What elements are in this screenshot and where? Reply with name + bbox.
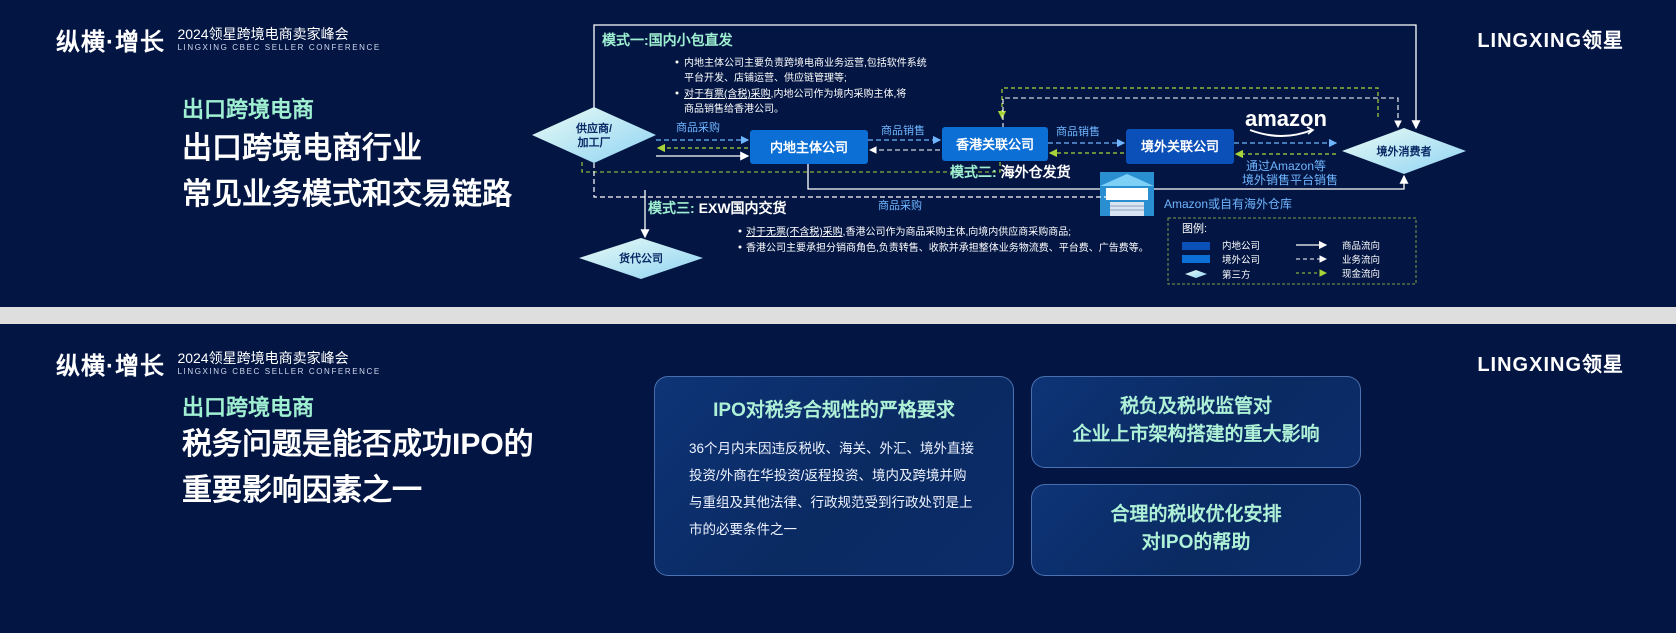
svg-text:模式二:海外仓发货: 模式二:海外仓发货: [950, 164, 1071, 180]
mode3-bullet2: 香港公司主要承担分销商角色,负责转售、收款并承担整体业务物流费、平台费、广告费等…: [746, 241, 1149, 254]
overseas-label: 境外关联公司: [1141, 139, 1219, 154]
consumer-node: [1342, 128, 1466, 174]
slide-title-line2: 重要影响因素之一: [182, 474, 422, 507]
warehouse-label: Amazon或自有海外仓库: [1164, 196, 1292, 211]
logo-main-text: 纵横·增长: [56, 353, 165, 380]
mode1-bullet1a: 内地主体公司主要负责跨境电商业务运营,包括软件系统: [684, 56, 927, 69]
card-tax-optimization: 合理的税收优化安排 对IPO的帮助: [1031, 484, 1361, 576]
mode1-bullet2-rest: ,内地公司作为境内采购主体,将: [771, 87, 907, 100]
mode3-purchase-path: [593, 163, 1112, 198]
sale-label-1: 商品销售: [881, 123, 925, 137]
mode1-bullet2b: 商品销售给香港公司。: [684, 102, 784, 115]
warehouse-icon: [1100, 172, 1154, 216]
logo-line2: LINGXING CBEC SELLER CONFERENCE: [177, 367, 381, 376]
mode2-text: 海外仓发货: [1001, 164, 1071, 180]
purchase-label-2: 商品采购: [878, 198, 922, 212]
consumer-label: 境外消费者: [1377, 144, 1432, 158]
business-flow-top: [1002, 97, 1402, 129]
legend-business: 业务流向: [1342, 254, 1380, 266]
legend-goods: 商品流向: [1342, 240, 1380, 252]
card3-line1: 合理的税收优化安排: [1110, 504, 1282, 525]
brand-logo: LINGXING领星: [1477, 354, 1624, 376]
hk-company-node: [942, 127, 1048, 161]
business-flow-diagram: 模式一:国内小包直发 内地主体公司主要负责跨境电商业务运营,包括软件系统 平台开…: [532, 24, 1466, 285]
amazon-note-1: 通过Amazon等: [1246, 159, 1326, 173]
logo-line1: 2024领星跨境电商卖家峰会: [177, 350, 349, 366]
supplier-label2: 加工厂: [577, 135, 611, 149]
conference-logo: 纵横·增长 2024领星跨境电商卖家峰会 LINGXING CBEC SELLE…: [56, 346, 381, 381]
mode3-label: 模式三:: [648, 200, 695, 216]
amazon-note-2: 境外销售平台销售: [1242, 172, 1338, 187]
conference-logo: 纵横·增长 2024领星跨境电商卖家峰会 LINGXING CBEC SELLE…: [56, 22, 381, 57]
forwarder-label: 货代公司: [618, 251, 663, 265]
card2-line1: 税负及税收监管对: [1119, 396, 1272, 417]
logo-main-text: 纵横·增长: [56, 29, 165, 56]
mode1-label: 模式一:国内小包直发: [602, 32, 734, 48]
mode1-goods-loop: [593, 24, 1421, 130]
slide-separator: [0, 307, 1676, 324]
slide-category: 出口跨境电商: [182, 97, 315, 122]
mode1-bullet2-link: 对于有票(含税)采购: [684, 87, 771, 100]
legend-overseas: 境外公司: [1222, 254, 1260, 266]
supplier-label1: 供应商/: [575, 121, 612, 135]
card-tax-burden: 税负及税收监管对 企业上市架构搭建的重大影响: [1031, 376, 1361, 468]
mode1-bullet1b: 平台开发、店铺运营、供应链管理等;: [684, 71, 847, 84]
svg-text:对于有票(含税)采购,内地公司作为境内采购主体,将: 对于有票(含税)采购,内地公司作为境内采购主体,将: [684, 87, 906, 100]
logo-line1: 2024领星跨境电商卖家峰会: [177, 26, 349, 42]
supplier-node: [532, 107, 656, 163]
legend-third: 第三方: [1222, 269, 1251, 281]
mode3-bullet1-rest: ,香港公司作为商品采购主体,向境内供应商采购商品;: [843, 225, 1071, 238]
brand-logo: LINGXING领星: [1477, 30, 1624, 52]
forwarder-node: [579, 238, 703, 279]
svg-text:对于无票(不含税)采购,香港公司作为商品采购主体,向境内供应: 对于无票(不含税)采购,香港公司作为商品采购主体,向境内供应商采购商品;: [746, 225, 1071, 238]
cash-flow-top: [997, 87, 1379, 120]
mainland-company-node: [750, 130, 868, 164]
card1-title: IPO对税务合规性的严格要求: [713, 400, 955, 421]
mainland-label: 内地主体公司: [770, 140, 848, 155]
slide-tax-ipo: 纵横·增长 2024领星跨境电商卖家峰会 LINGXING CBEC SELLE…: [0, 324, 1676, 633]
legend-mainland: 内地公司: [1222, 240, 1260, 252]
legend-cash: 现金流向: [1342, 268, 1380, 280]
slide-title-line2: 常见业务模式和交易链路: [182, 178, 512, 211]
svg-text:模式三:EXW国内交货: 模式三:EXW国内交货: [648, 200, 787, 216]
card2-line2: 企业上市架构搭建的重大影响: [1072, 424, 1320, 445]
diagram-legend: 图例: 内地公司 境外公司 第三方 商品流向 业务流向 现金流向: [1167, 217, 1417, 285]
slide-business-models: 纵横·增长 2024领星跨境电商卖家峰会 LINGXING CBEC SELLE…: [0, 0, 1676, 307]
mode2-label: 模式二:: [950, 164, 997, 180]
slide-title-line1: 出口跨境电商行业: [182, 132, 422, 165]
mode3-text: EXW国内交货: [699, 200, 787, 216]
card3-line2: 对IPO的帮助: [1141, 532, 1251, 553]
logo-line2: LINGXING CBEC SELLER CONFERENCE: [177, 43, 381, 52]
purchase-label-1: 商品采购: [676, 120, 720, 134]
legend-title: 图例:: [1182, 221, 1207, 235]
overseas-company-node: [1126, 129, 1234, 164]
card1-body: 36个月内未因违反税收、海关、外汇、境外直接投资/外商在华投资/返程投资、境内及…: [689, 441, 975, 537]
mode2-cash-path: [581, 162, 1001, 173]
card-ipo-requirements: IPO对税务合规性的严格要求 36个月内未因违反税收、海关、外汇、境外直接投资/…: [654, 376, 1014, 576]
amazon-smile-icon: [1249, 129, 1313, 137]
amazon-logo: amazon: [1245, 106, 1327, 131]
sale-label-2: 商品销售: [1056, 124, 1100, 138]
slide-title-line1: 税务问题是能否成功IPO的: [182, 428, 534, 461]
hk-label: 香港关联公司: [955, 137, 1034, 152]
slide-category: 出口跨境电商: [182, 395, 315, 420]
mode3-bullet1-link: 对于无票(不含税)采购: [746, 225, 843, 238]
